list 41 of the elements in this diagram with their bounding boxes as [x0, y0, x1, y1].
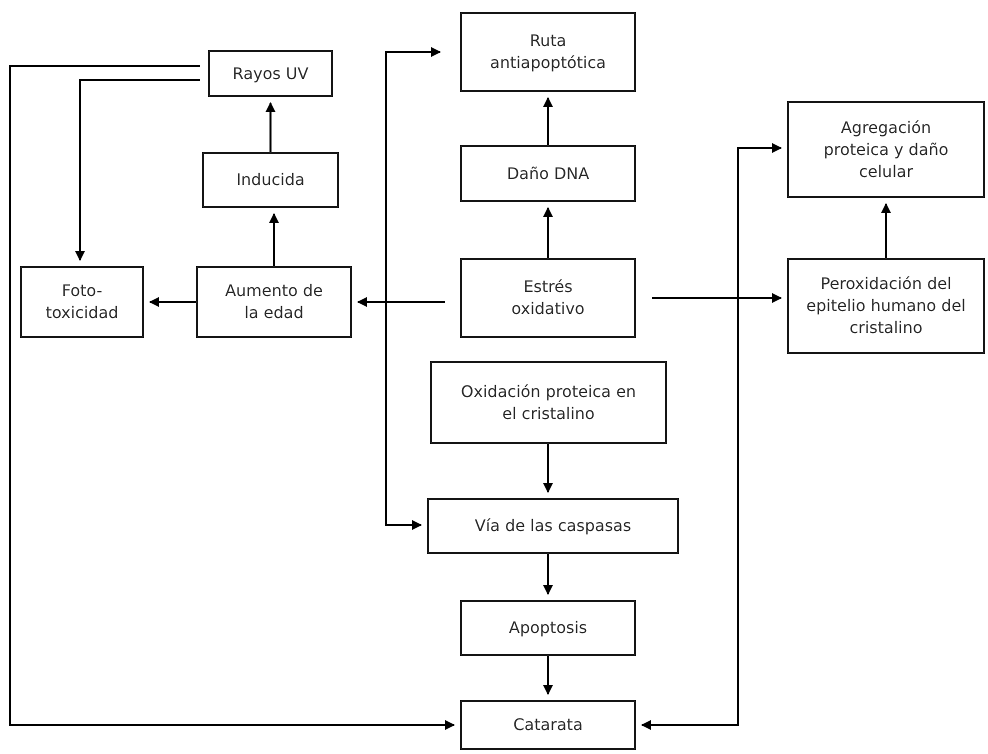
- process-box: [430, 361, 667, 444]
- process-box: [196, 266, 352, 338]
- arrow: [543, 656, 553, 695]
- process-box: [460, 145, 636, 202]
- process-box: [20, 266, 144, 338]
- process-box: [460, 600, 636, 656]
- arrow: [9, 65, 455, 730]
- arrow: [543, 97, 553, 145]
- arrow: [357, 297, 445, 307]
- node-text: Catarata: [513, 714, 583, 736]
- process-box: [208, 50, 333, 97]
- node-text: Vía de las caspasas: [474, 515, 632, 537]
- arrow: [543, 444, 553, 493]
- process-box: [460, 12, 636, 92]
- process-box: [787, 258, 985, 354]
- arrow: [543, 554, 553, 595]
- process-box: [427, 498, 679, 554]
- arrow: [881, 203, 891, 258]
- node-text: Estrés oxidativo: [510, 276, 586, 320]
- arrow: [543, 207, 553, 258]
- process-box: [787, 101, 985, 198]
- node-text: Foto- toxicidad: [44, 280, 120, 324]
- node-text: Aumento de la edad: [224, 280, 324, 324]
- process-box: [460, 258, 636, 338]
- arrow: [149, 297, 196, 307]
- arrow: [266, 102, 276, 152]
- process-box: [460, 700, 636, 750]
- arrow: [385, 47, 441, 530]
- node-text: Agregación proteica y daño celular: [822, 116, 950, 182]
- node-text: Peroxidación del epitelio humano del cristalino: [805, 273, 967, 339]
- arrow: [75, 79, 200, 261]
- node-text: Rayos UV: [232, 62, 308, 84]
- node-text: Ruta antiapoptótica: [489, 30, 607, 74]
- arrow: [652, 293, 782, 303]
- node-text: Apoptosis: [508, 617, 588, 639]
- arrow: [641, 143, 782, 730]
- node-text: Inducida: [236, 169, 305, 191]
- process-box: [202, 152, 339, 208]
- node-text: Daño DNA: [506, 162, 590, 184]
- node-text: Oxidación proteica en el cristalino: [460, 380, 638, 424]
- arrow: [269, 213, 279, 266]
